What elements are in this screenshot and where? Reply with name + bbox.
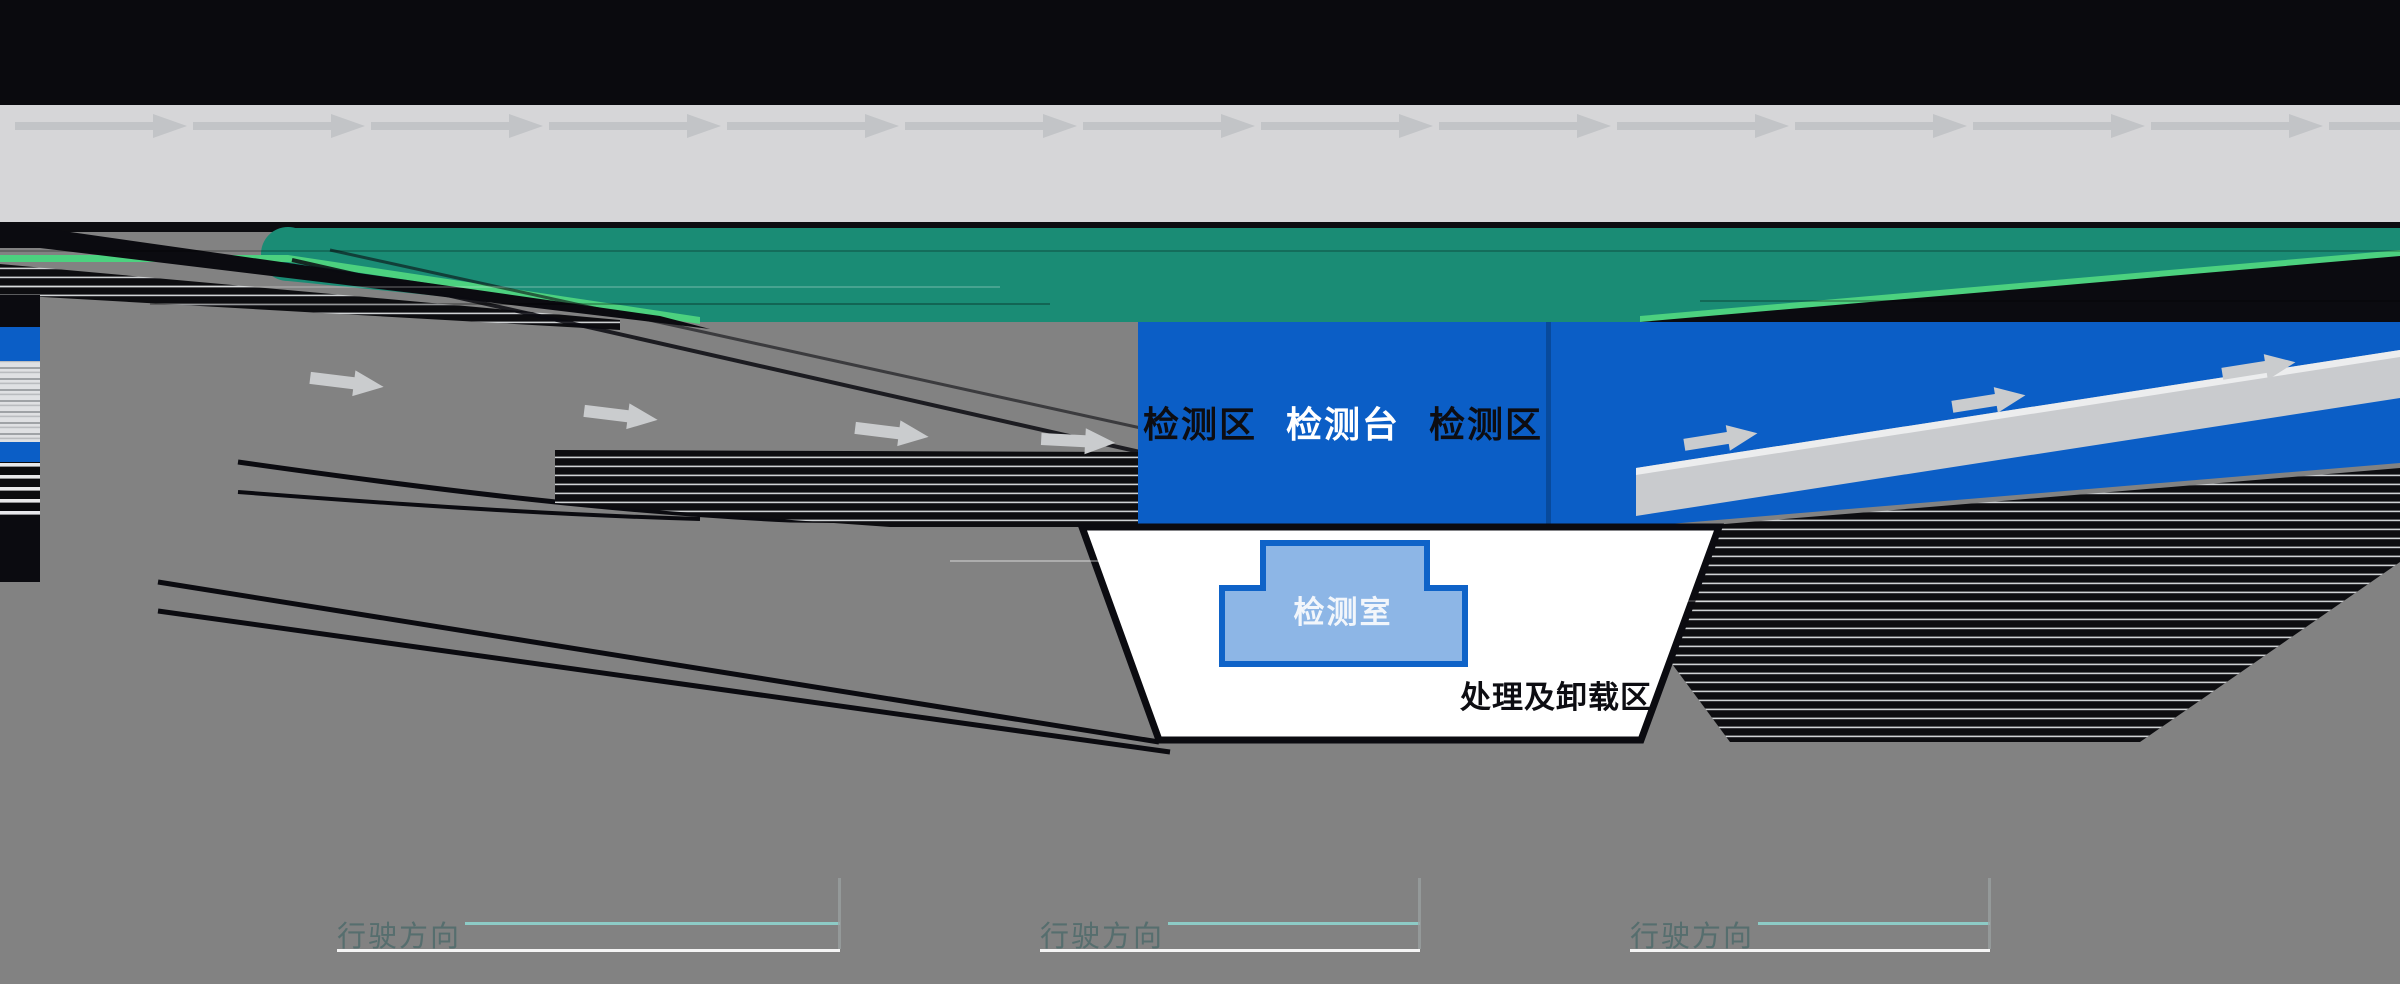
pit-label: 处理及卸载区: [1459, 680, 1652, 715]
ground-teal-band: [0, 222, 2400, 454]
top-bar: [0, 0, 2400, 105]
left-cutaway-strip: [0, 295, 40, 582]
flow-annotation-right: 行驶方向: [1630, 878, 1991, 953]
tunnel-station-label: 检测台: [1286, 404, 1400, 445]
tunnel-zone-right-label: 检测区: [1429, 404, 1543, 445]
flow-annotation-middle: 行驶方向: [1040, 878, 1421, 953]
exit-cut-band: [1652, 468, 2400, 742]
flow-annotation-left: 行驶方向: [337, 878, 841, 953]
exit-ramp-road: [1636, 350, 2400, 516]
flow-annotation-middle-label: 行驶方向: [1040, 920, 1164, 953]
tunnel-zone-left-label: 检测区: [1143, 404, 1257, 445]
entry-ramp-lines: [157, 459, 1171, 755]
flow-annotation-right-label: 行驶方向: [1630, 920, 1754, 953]
scanner-room-label: 检测室: [1294, 595, 1393, 630]
scanner-room: [1219, 540, 1468, 667]
road-base-line: [0, 222, 2400, 232]
inspection-tunnel: [1138, 322, 2400, 526]
entry-cut-band: [555, 450, 1138, 527]
tunnel-divider-line: [1546, 322, 1551, 526]
flow-annotation-left-label: 行驶方向: [337, 920, 461, 953]
